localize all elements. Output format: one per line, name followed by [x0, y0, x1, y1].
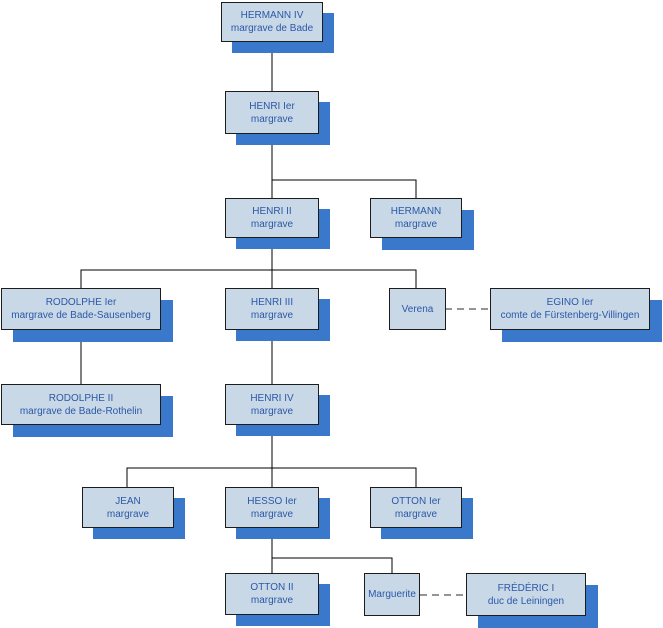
person-title: margrave — [250, 310, 294, 321]
person-title: margrave — [394, 508, 438, 520]
person-title: margrave — [250, 219, 294, 230]
connector-henri-1-hermann — [272, 179, 417, 198]
person-node-hermann: HERMANN margrave — [370, 198, 474, 250]
person-box: HENRI II margrave — [225, 198, 319, 238]
person-name: OTTON II — [250, 582, 294, 593]
person-node-otton-2: OTTON II margrave — [225, 573, 330, 626]
person-title: comte de Fürstenberg-Villingen — [500, 310, 640, 321]
person-name: HESSO Ier — [247, 495, 297, 507]
person-title: duc de Leiningen — [487, 595, 565, 607]
person-box: Marguerite — [364, 573, 420, 616]
person-name: RODOLPHE Ier — [45, 297, 117, 308]
person-box: HERMANN IV margrave de Bade — [221, 2, 323, 42]
person-node-marguerite: Marguerite — [364, 573, 420, 616]
person-name: HERMANN IV — [240, 10, 304, 21]
connector-hesso-1-marguerite — [272, 557, 393, 573]
person-box: HERMANN margrave — [370, 198, 462, 238]
person-node-henri-2: HENRI II margrave — [225, 198, 330, 249]
person-node-egino-1: EGINO Ier comte de Fürstenberg-Villingen — [490, 288, 662, 342]
person-title: margrave — [250, 508, 294, 520]
person-name: OTTON Ier — [391, 495, 441, 507]
person-title: margrave — [106, 508, 150, 520]
person-name: JEAN — [115, 495, 141, 507]
person-box: HENRI III margrave — [225, 288, 319, 330]
person-title: margrave — [250, 595, 294, 606]
person-node-hermann-iv: HERMANN IV margrave de Bade — [221, 2, 334, 53]
person-node-rodolphe-1: RODOLPHE Ier margrave de Bade-Sausenberg — [1, 288, 173, 342]
person-node-verena: Verena — [389, 288, 446, 330]
person-name: Marguerite — [368, 589, 416, 600]
connector-henri-4-children — [126, 467, 417, 487]
person-box: EGINO Ier comte de Fürstenberg-Villingen — [490, 288, 650, 330]
person-name: RODOLPHE II — [48, 392, 114, 404]
person-name: FRÉDÉRIC I — [497, 582, 555, 594]
person-name: HENRI IV — [250, 392, 294, 404]
person-title: margrave — [394, 219, 438, 230]
person-title: margrave de Bade-Sausenberg — [11, 310, 151, 321]
person-title: margrave — [250, 405, 294, 417]
person-title: margrave — [250, 113, 294, 125]
person-name: HENRI III — [250, 297, 294, 308]
person-box: OTTON II margrave — [225, 573, 319, 615]
person-box: RODOLPHE Ier margrave de Bade-Sausenberg — [1, 288, 161, 330]
person-name: HENRI Ier — [249, 100, 295, 112]
person-node-henri-3: HENRI III margrave — [225, 288, 330, 341]
person-name: EGINO Ier — [546, 297, 594, 308]
person-name: HENRI II — [252, 206, 292, 217]
person-title: margrave de Bade-Rothelin — [19, 405, 143, 417]
person-name: Verena — [401, 303, 434, 315]
connector-henri-2-rodolphe-1 — [80, 269, 417, 288]
person-title: margrave de Bade — [230, 23, 314, 34]
person-box: Verena — [389, 288, 446, 330]
person-name: HERMANN — [390, 206, 442, 217]
